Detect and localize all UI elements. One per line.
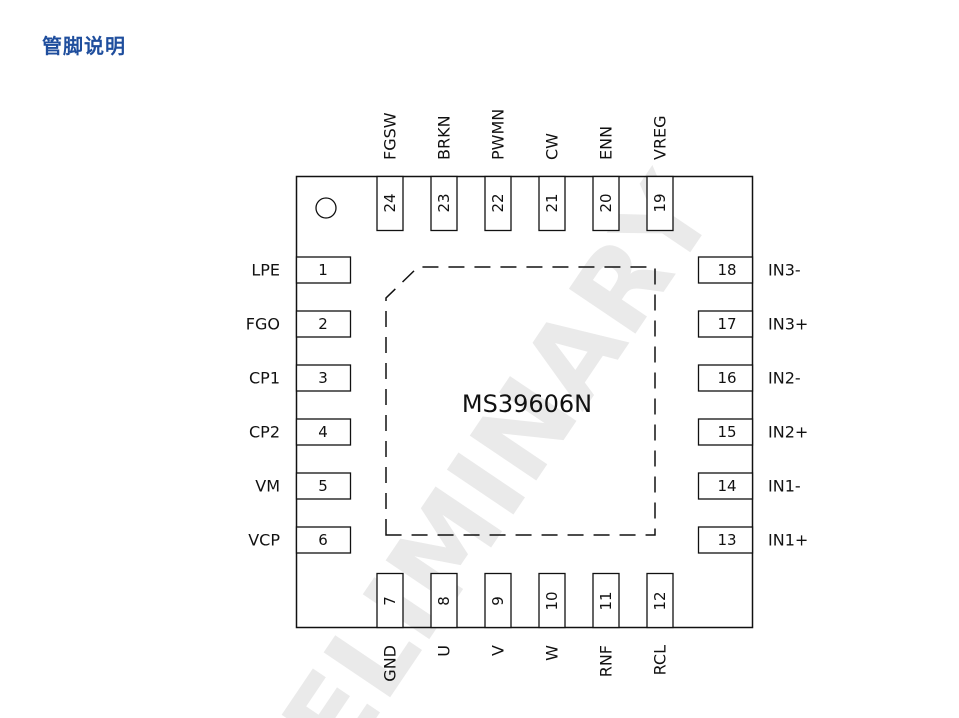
pin-number: 11 [597,591,615,610]
package-outline [295,175,754,629]
pin-label: IN3+ [768,315,808,334]
pin-label: IN1- [768,477,801,496]
pin-number: 6 [318,531,328,549]
pin-number: 8 [435,596,453,606]
pin-number: 10 [543,591,561,610]
pin-label: IN2- [768,369,801,388]
pin-label: GND [381,645,400,682]
pin-number: 21 [543,193,561,212]
pin-number: 13 [717,531,736,549]
pin-pad-20 [592,175,620,232]
pin-number: 20 [597,193,615,212]
pin-pad-2 [295,310,352,338]
pin-pad-18 [697,256,754,284]
pin-pad-9 [484,572,512,629]
pin-number: 14 [717,477,736,495]
pin-number: 9 [489,596,507,606]
section-title: 管脚说明 [42,34,126,58]
pin-label: CP2 [249,423,280,442]
pin-number: 3 [318,369,328,387]
pin-number: 7 [381,596,399,606]
pin-number: 12 [651,591,669,610]
pin-pad-24 [376,175,404,232]
pin-pad-5 [295,472,352,500]
pin-label: V [489,645,508,656]
pin-pad-21 [538,175,566,232]
pin-number: 15 [717,423,736,441]
pin-pad-7 [376,572,404,629]
pin-pad-13 [697,526,754,554]
pin-number: 5 [318,477,328,495]
pin-label: ENN [597,126,616,160]
pin-label: IN2+ [768,423,808,442]
pin-label: CW [543,133,562,160]
pin-pad-15 [697,418,754,446]
pin-label: VCP [248,531,280,550]
pin-number: 4 [318,423,328,441]
pin-pad-4 [295,418,352,446]
pin-number: 24 [381,193,399,212]
pin-pad-8 [430,572,458,629]
pin-label: U [435,645,454,657]
pin-pad-17 [697,310,754,338]
pin-label: VREG [651,115,670,160]
pin-label: IN3- [768,261,801,280]
pin-pad-6 [295,526,352,554]
pin-label: RNF [597,645,616,677]
pin-label: LPE [251,261,280,280]
exposed-pad-outline [385,266,656,536]
pin-pad-22 [484,175,512,232]
pin-number: 17 [717,315,736,333]
pin-number: 22 [489,193,507,212]
pin-label: BRKN [435,115,454,160]
pin-pad-23 [430,175,458,232]
pin-label: CP1 [249,369,280,388]
pin-label: IN1+ [768,531,808,550]
pin-pad-12 [646,572,674,629]
pin-pad-1 [295,256,352,284]
pin-pad-19 [646,175,674,232]
pin-number: 1 [318,261,328,279]
pin-number: 2 [318,315,328,333]
pin-number: 23 [435,193,453,212]
pin1-marker-icon [315,197,337,219]
pin-number: 16 [717,369,736,387]
pin-pad-3 [295,364,352,392]
pin-pad-16 [697,364,754,392]
pin-pad-14 [697,472,754,500]
pin-label: VM [255,477,280,496]
chip-name: MS39606N [462,390,592,418]
pin-number: 19 [651,193,669,212]
pin-label: FGO [246,315,280,334]
pin-pad-11 [592,572,620,629]
pin-label: PWMN [489,109,508,160]
pin-label: FGSW [381,112,400,160]
pin-label: W [543,645,562,661]
pin-label: RCL [651,645,670,675]
pin-pad-10 [538,572,566,629]
pin-number: 18 [717,261,736,279]
